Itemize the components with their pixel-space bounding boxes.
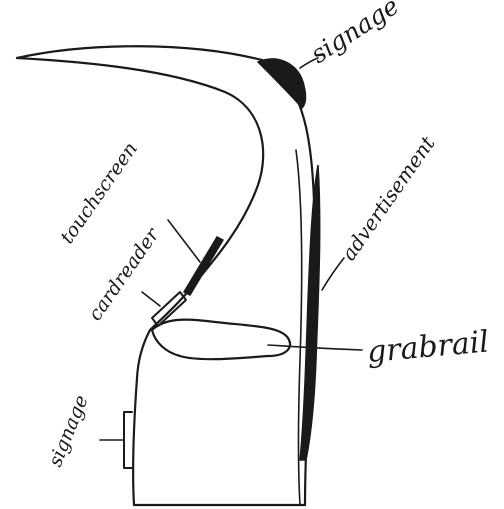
label-advertisement: advertisement: [336, 131, 440, 265]
side-signage-bracket: [124, 412, 132, 468]
touchscreen-panel: [184, 237, 223, 295]
grabrail-loop: [152, 320, 290, 360]
leader-touchscreen: [168, 220, 200, 262]
label-cardreader: cardreader: [84, 223, 165, 325]
leader-cardreader: [142, 292, 160, 306]
top-signage-dome: [258, 59, 306, 108]
kiosk-front-panel: [133, 330, 305, 505]
label-signage-top: signage: [305, 0, 404, 69]
advertisement-panel: [300, 165, 320, 460]
label-touchscreen: touchscreen: [56, 138, 142, 248]
leader-advertisement: [322, 258, 344, 290]
label-grabrail: grabrail: [366, 324, 491, 370]
label-signage-side: signage: [44, 392, 92, 470]
kiosk-canopy-underside: [17, 58, 263, 330]
